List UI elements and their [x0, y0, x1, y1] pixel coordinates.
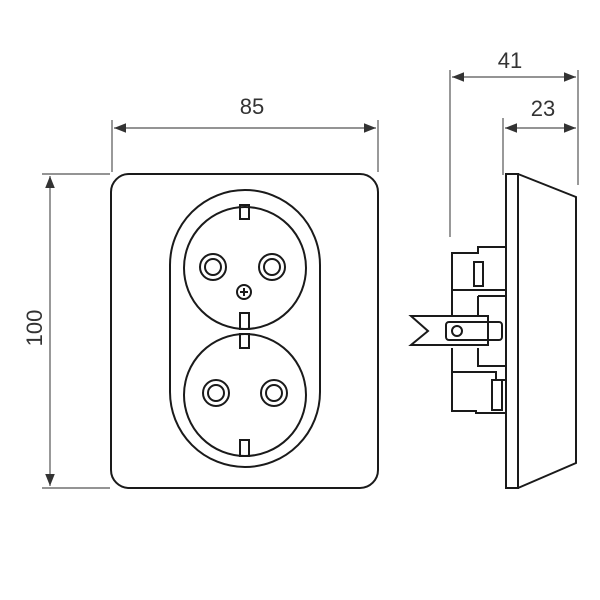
- pin-hole-icon: [199, 253, 227, 281]
- pin-hole-icon: [202, 379, 230, 407]
- pin-hole-icon: [258, 253, 286, 281]
- plate-body: [517, 173, 577, 489]
- dimension-width: 85: [111, 94, 379, 172]
- mechanism: [408, 246, 506, 414]
- plate-edge: [505, 173, 519, 489]
- dimension-plate-depth: 23: [502, 96, 576, 175]
- socket-frame: [169, 189, 321, 468]
- terminal-clamp: [408, 315, 489, 346]
- plate-depth-label: 23: [531, 96, 555, 121]
- total-depth-label: 41: [498, 48, 522, 73]
- dimension-total-depth: 41: [449, 48, 579, 237]
- screw-icon: [451, 325, 463, 337]
- lower-socket: [183, 333, 307, 457]
- dimension-height: 100: [22, 173, 110, 489]
- screw-icon: [236, 284, 252, 300]
- side-view: [408, 173, 577, 489]
- front-view: [110, 173, 379, 489]
- height-label: 100: [22, 310, 47, 347]
- pin-hole-icon: [260, 379, 288, 407]
- width-label: 85: [240, 94, 264, 119]
- cover-plate: [110, 173, 379, 489]
- upper-socket: [183, 204, 307, 330]
